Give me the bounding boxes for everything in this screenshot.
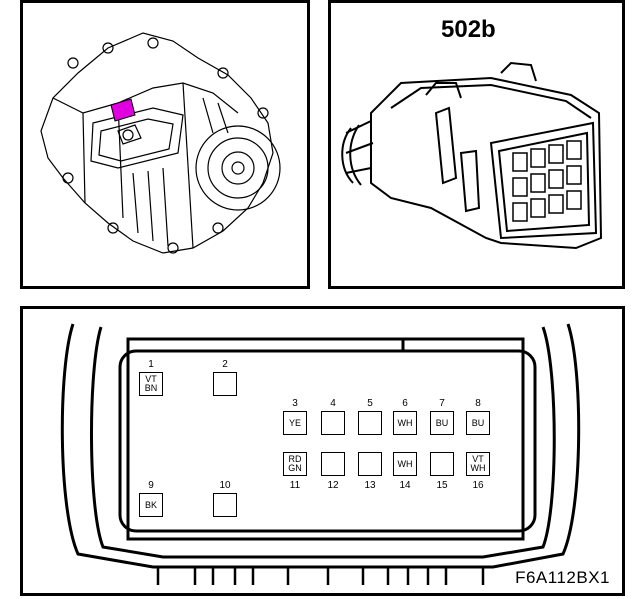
pin-3-wire-color: YE: [288, 417, 301, 428]
pin-8-wire-color: BU: [471, 417, 485, 428]
connector-drawing: [341, 61, 603, 250]
pin-16-number: 16: [472, 480, 484, 491]
pin-6-wire-color: WH: [397, 417, 413, 428]
transmission-panel: [20, 0, 310, 289]
pin-7-wire-color: BU: [435, 417, 449, 428]
pin-15-cavity: [430, 452, 454, 476]
diagram-code: F6A112BX1: [515, 568, 610, 587]
transmission-drawing: [40, 32, 281, 254]
pinout-panel: F6A112BX1: [20, 306, 625, 596]
pin-3-cavity: YE: [283, 411, 307, 435]
pin-6-number: 6: [402, 398, 408, 409]
pin-16-wire-color: VT WH: [470, 454, 486, 473]
pin-9-number: 9: [148, 480, 154, 491]
pin-2-cavity: [213, 372, 237, 396]
connector-label: 502b: [441, 16, 496, 43]
pin-4-cavity: [321, 411, 345, 435]
pin-2-number: 2: [222, 359, 228, 370]
pin-14-cavity: WH: [393, 452, 417, 476]
pin-11-number: 11: [289, 480, 301, 491]
pin-8-cavity: BU: [466, 411, 490, 435]
pin-1-cavity: VT BN: [139, 372, 163, 396]
pin-10-number: 10: [219, 480, 231, 491]
pin-13-cavity: [358, 452, 382, 476]
pin-4-number: 4: [330, 398, 336, 409]
pin-9-cavity: BK: [139, 493, 163, 517]
pin-13-number: 13: [364, 480, 376, 491]
pin-11-wire-color: RD GN: [288, 454, 302, 473]
pin-14-number: 14: [399, 480, 411, 491]
connector-face-outline: [60, 323, 581, 585]
pin-7-cavity: BU: [430, 411, 454, 435]
pin-12-cavity: [321, 452, 345, 476]
pin-15-number: 15: [436, 480, 448, 491]
pin-12-number: 12: [327, 480, 339, 491]
pin-16-cavity: VT WH: [466, 452, 490, 476]
pin-5-cavity: [358, 411, 382, 435]
pin-8-number: 8: [475, 398, 481, 409]
pin-6-cavity: WH: [393, 411, 417, 435]
pin-3-number: 3: [292, 398, 298, 409]
pin-10-cavity: [213, 493, 237, 517]
pin-5-number: 5: [367, 398, 373, 409]
connector-location-highlight: [110, 98, 136, 122]
pin-11-cavity: RD GN: [283, 452, 307, 476]
pin-1-wire-color: VT BN: [144, 374, 158, 393]
pin-9-wire-color: BK: [144, 499, 157, 510]
pin-14-wire-color: WH: [397, 458, 413, 469]
pin-1-number: 1: [148, 359, 154, 370]
pin-7-number: 7: [439, 398, 445, 409]
connector-panel: 502b: [328, 0, 625, 289]
